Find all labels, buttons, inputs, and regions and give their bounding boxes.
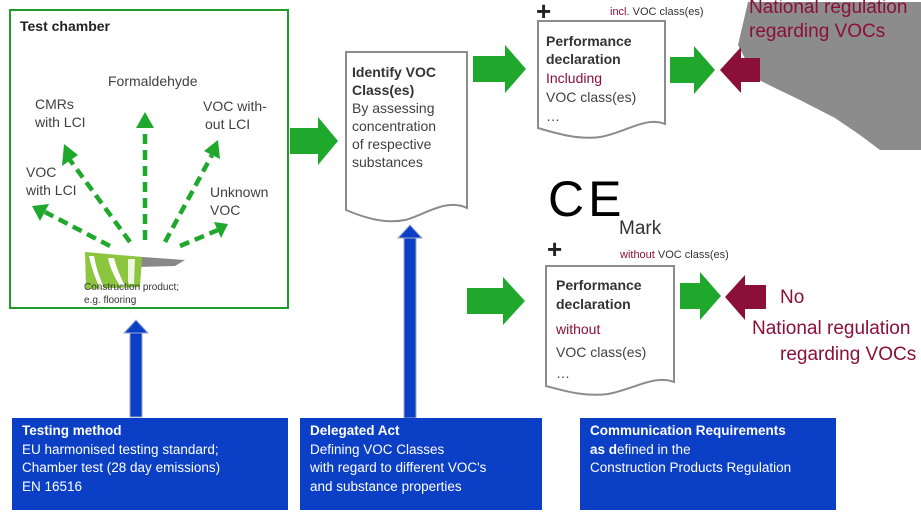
voc-with-lci-arrowhead (32, 204, 49, 221)
delegated-act-title: Delegated Act (310, 423, 400, 438)
top-declaration-ellipsis: … (546, 108, 560, 124)
communication-title-line-2-rest: efined in the (617, 441, 691, 457)
bottom-declaration-document-shape (545, 265, 675, 396)
identify-line-2: concentration (352, 118, 437, 134)
top-declaration-title-line-2: declaration (546, 51, 621, 67)
communication-requirements-box: Communication Requirements as defined in… (580, 418, 836, 510)
communication-title-line-2-bold: as d (590, 441, 618, 457)
identify-line-1: By assessing (352, 100, 435, 116)
cmrs-label-line-2: with LCI (35, 114, 86, 130)
top-plus-sign: + (536, 0, 552, 26)
top-declaration-document-shape (537, 20, 666, 139)
identify-title-line-1: Identify VOC (352, 64, 437, 80)
identify-to-top-declaration-arrow (473, 45, 526, 93)
testing-method-line-1: EU harmonised testing standard; (22, 441, 219, 457)
ce-mark-symbol: CE (548, 171, 626, 227)
construction-product-sample (85, 252, 185, 289)
communication-title-line-1: Communication Requirements (590, 423, 786, 438)
national-top-line-1: National regulation (749, 0, 908, 18)
identify-document-shape (345, 51, 468, 223)
top-incl-word: incl. (610, 6, 630, 18)
bottom-without-word: without (620, 249, 655, 261)
national-bottom-no: No (780, 287, 805, 308)
top-incl-note: incl. VOC class(es) (610, 6, 704, 18)
national-top-line-2: regarding VOCs (749, 21, 886, 42)
formaldehyde-arrowhead (136, 112, 154, 128)
unknown-voc-label-line-1: Unknown (210, 184, 269, 200)
communication-line-3: Construction Products Regulation (590, 460, 792, 475)
cmrs-label-line-1: CMRs (35, 96, 74, 112)
cmrs-arrowhead (62, 144, 78, 166)
voc-with-lci-label-line-2: with LCI (26, 182, 77, 198)
delegated-act-line-2: with regard to different VOC's (310, 460, 487, 475)
bottom-declaration-to-national-arrow (680, 272, 721, 320)
testing-method-title: Testing method (22, 423, 122, 438)
chamber-to-identify-arrow (290, 117, 338, 165)
delegated-act-box: Delegated Act Defining VOC Classes with … (300, 418, 542, 510)
construction-product-label-line-2: e.g. flooring (84, 295, 137, 306)
unknown-voc-emission-line (179, 227, 219, 249)
bottom-declaration-title-line-1: Performance (556, 277, 642, 293)
delegated-act-line-1: Defining VOC Classes (310, 441, 445, 457)
bottom-without-rest: VOC class(es) (654, 249, 729, 261)
top-declaration-voc: VOC class(es) (546, 89, 637, 105)
national-bottom-line-2: regarding VOCs (780, 344, 917, 365)
cmrs-emission-line (68, 158, 132, 244)
delegated-act-up-arrow (396, 224, 424, 419)
testing-method-line-2: Chamber test (28 day emissions) (22, 460, 221, 475)
identify-line-4: substances (352, 154, 423, 170)
ce-mark-label: Mark (619, 218, 662, 239)
top-declaration-title-line-1: Performance (546, 33, 632, 49)
national-top-left-arrow (720, 47, 760, 93)
bottom-without-note: without VOC class(es) (620, 249, 729, 261)
national-bottom-line-1: National regulation (752, 318, 911, 339)
top-declaration-including: Including (546, 70, 603, 86)
identify-to-bottom-declaration-arrow (467, 277, 525, 325)
bottom-plus-sign: + (547, 234, 563, 264)
voc-without-lci-arrowhead (204, 140, 220, 159)
bottom-declaration-title-line-2: declaration (556, 296, 631, 312)
test-chamber-title: Test chamber (20, 18, 110, 34)
testing-method-line-3: EN 16516 (22, 478, 83, 494)
top-incl-rest: VOC class(es) (629, 6, 704, 18)
voc-with-lci-emission-line (43, 210, 112, 248)
top-declaration-to-national-arrow (670, 46, 715, 94)
unknown-voc-arrowhead (214, 222, 228, 238)
voc-with-lci-label-line-1: VOC (26, 164, 57, 180)
testing-method-up-arrow (122, 319, 150, 418)
unknown-voc-label-line-2: VOC (210, 202, 241, 218)
voc-without-lci-label-line-1: VOC with- (203, 98, 267, 114)
bottom-declaration-without: without (556, 321, 601, 337)
bottom-declaration-ellipsis: … (556, 365, 570, 381)
testing-method-box: Testing method EU harmonised testing sta… (12, 418, 288, 510)
delegated-act-line-3: and substance properties (310, 478, 462, 494)
formaldehyde-label: Formaldehyde (108, 73, 198, 89)
bottom-declaration-voc: VOC class(es) (556, 344, 647, 360)
voc-without-lci-emission-line (163, 153, 214, 244)
voc-without-lci-label-line-2: out LCI (205, 116, 251, 132)
construction-product-label-line-1: Construction product; (84, 282, 180, 293)
national-regulation-map-shape (738, 2, 921, 150)
communication-title-line-2: as defined in the (590, 441, 826, 460)
identify-line-3: of respective (352, 136, 432, 152)
identify-title-line-2: Class(es) (352, 82, 415, 98)
national-bottom-left-arrow (725, 275, 766, 320)
